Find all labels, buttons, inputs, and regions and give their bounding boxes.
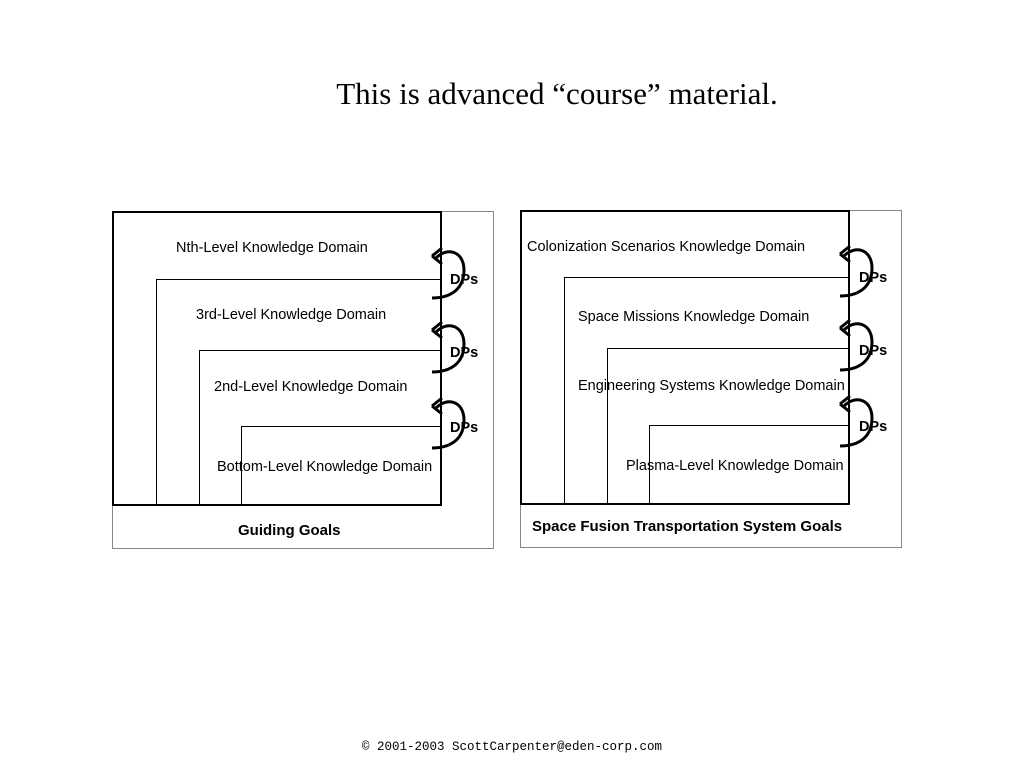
right-bottom-level-box (649, 425, 849, 504)
right-level-2-box (607, 348, 849, 504)
left-bottom-level-box (241, 426, 441, 505)
slide-title: This is advanced “course” material. (336, 76, 778, 111)
left-domain-label-2: 3rd-Level Knowledge Domain (196, 307, 387, 323)
copyright-footer: © 2001-2003 ScottCarpenter@eden-corp.com (361, 740, 663, 754)
right-dps-arrow-icon-3 (839, 394, 874, 448)
left-level-3-box (156, 279, 441, 505)
right-level-3-box (564, 277, 849, 504)
right-domain-label-1: Colonization Scenarios Knowledge Domain (527, 239, 806, 255)
right-domain-frame (520, 210, 850, 505)
left-dps-arrow-icon-2 (431, 320, 466, 374)
right-domain-label-4: Plasma-Level Knowledge Domain (626, 458, 844, 474)
right-dps-arrow-icon-2 (839, 318, 874, 372)
right-domain-label-3: Engineering Systems Knowledge Domain (578, 378, 845, 394)
right-dps-label-3: DPs (859, 419, 888, 435)
left-domain-label-4: Bottom-Level Knowledge Domain (217, 459, 433, 475)
left-domain-label-3: 2nd-Level Knowledge Domain (214, 379, 408, 395)
right-dps-label-1: DPs (859, 270, 888, 286)
left-dps-label-3: DPs (450, 420, 479, 436)
left-dps-label-2: DPs (450, 345, 479, 361)
right-domain-label-2: Space Missions Knowledge Domain (578, 309, 810, 325)
left-goals-label: Guiding Goals (238, 522, 341, 539)
left-level-2-box (199, 350, 441, 505)
left-dps-label-1: DPs (450, 272, 479, 288)
left-domain-label-1: Nth-Level Knowledge Domain (176, 240, 368, 256)
left-dps-arrow-icon-3 (431, 396, 466, 450)
left-dps-arrow-icon-1 (431, 246, 466, 300)
right-dps-label-2: DPs (859, 343, 888, 359)
right-dps-arrow-icon-1 (839, 244, 874, 298)
left-domain-frame (112, 211, 442, 506)
right-goals-label: Space Fusion Transportation System Goals (532, 518, 843, 535)
